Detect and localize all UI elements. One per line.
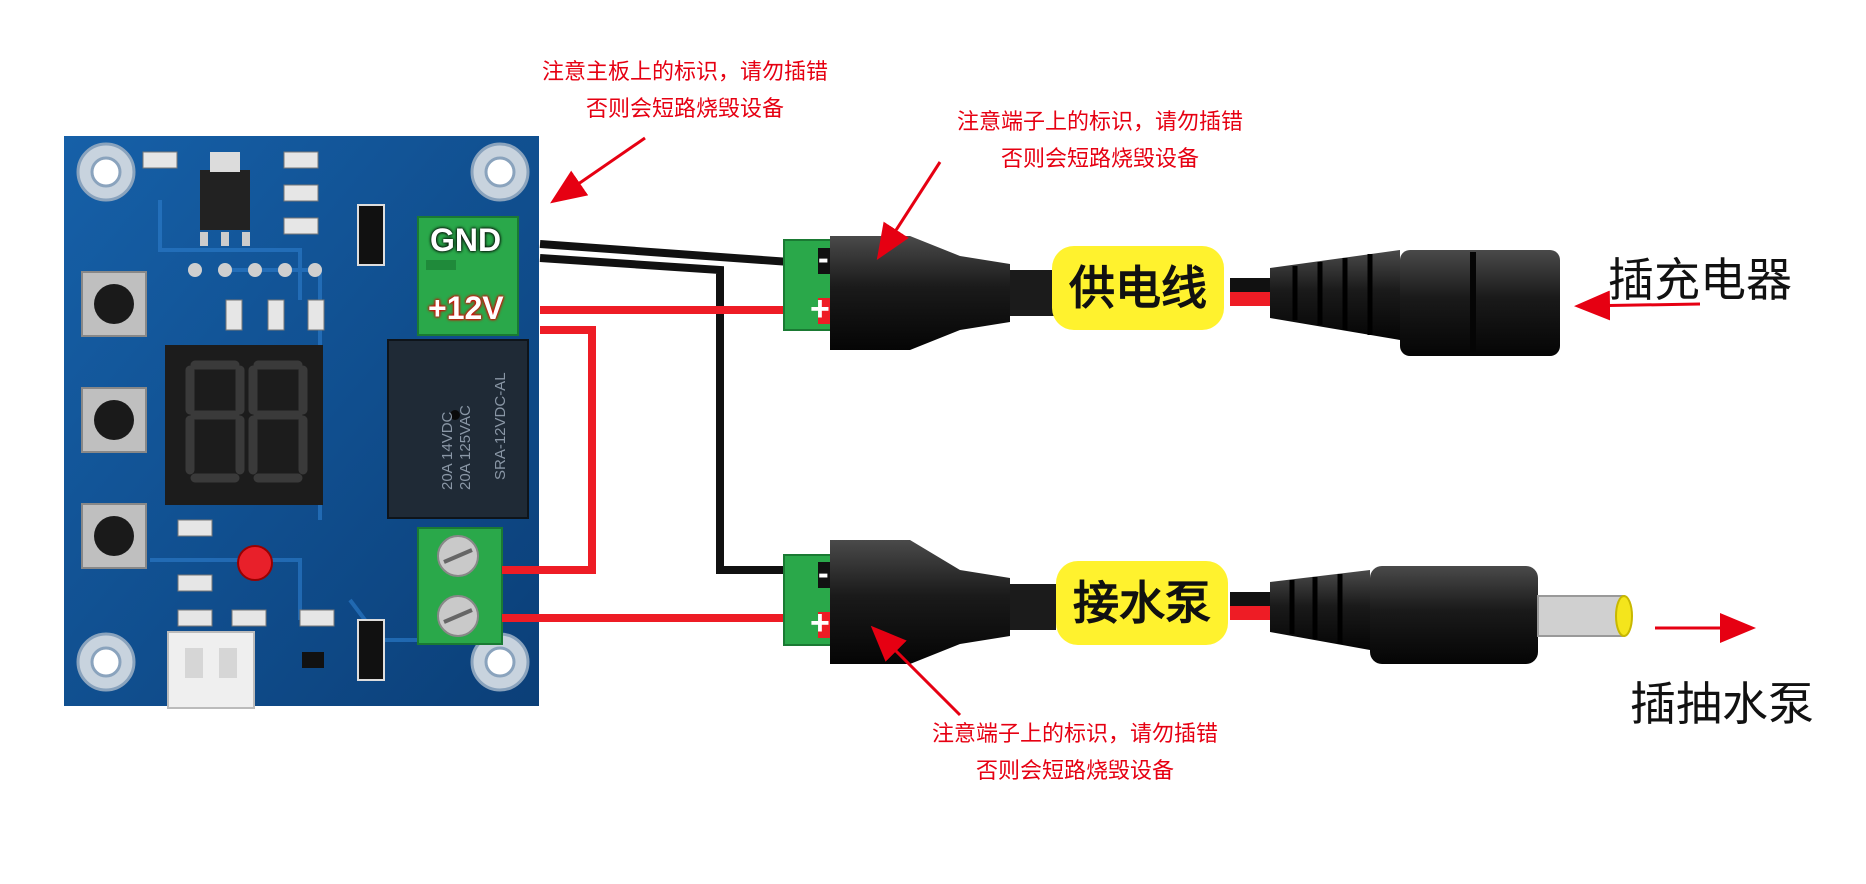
note-bottom-terminal-line2: 否则会短路烧毁设备 xyxy=(975,759,1174,784)
note-board-line1: 注意主板上的标识，请勿插错 xyxy=(541,60,828,85)
annotation-arrows xyxy=(550,136,1756,717)
relay-control-board: SRA-12VDC-AL 20A 125VAC 20A 14VDC xyxy=(64,136,539,709)
label-plug-pump: 插抽水泵 xyxy=(1630,677,1814,731)
wire-12v-to-relay xyxy=(502,326,596,574)
note-bottom-terminal-warning: 注意端子上的标识，请勿插错 否则会短路烧毁设备 xyxy=(895,716,1255,790)
svg-text:SRA-12VDC-AL: SRA-12VDC-AL xyxy=(492,372,509,480)
pin-label-12v: +12V xyxy=(428,290,504,326)
led xyxy=(237,545,273,581)
svg-text:20A 14VDC: 20A 14VDC xyxy=(439,411,456,490)
arrow-to-top-terminal xyxy=(876,161,942,261)
board-buttons xyxy=(81,271,147,569)
pump-adapter-male xyxy=(783,540,1633,664)
tag-power-cable: 供电线 xyxy=(1052,246,1224,330)
wires xyxy=(502,240,791,622)
regulator-chip xyxy=(200,170,250,230)
note-top-terminal-warning: 注意端子上的标识，请勿插错 否则会短路烧毁设备 xyxy=(920,104,1280,178)
note-board-warning: 注意主板上的标识，请勿插错 否则会短路烧毁设备 xyxy=(505,54,865,128)
bottom-terminal-minus: - xyxy=(818,555,829,591)
tag-pump-cable: 接水泵 xyxy=(1056,561,1228,645)
note-top-terminal-line2: 否则会短路烧毁设备 xyxy=(1000,147,1199,172)
top-terminal-plus: + xyxy=(810,290,830,328)
top-terminal-minus: - xyxy=(818,240,829,276)
label-plug-charger: 插充电器 xyxy=(1608,253,1792,307)
note-board-line2: 否则会短路烧毁设备 xyxy=(585,97,784,122)
output-terminal xyxy=(417,527,503,645)
arrow-to-bottom-terminal xyxy=(870,625,962,717)
power-input-terminal xyxy=(417,216,519,336)
power-adapter-female xyxy=(783,236,1560,356)
wire-gnd-to-pump-jack xyxy=(539,254,790,574)
relay: SRA-12VDC-AL 20A 125VAC 20A 14VDC xyxy=(387,339,529,519)
xh-connector xyxy=(167,631,255,709)
arrow-to-board xyxy=(550,136,646,204)
bottom-terminal-plus: + xyxy=(810,604,830,642)
note-bottom-terminal-line1: 注意端子上的标识，请勿插错 xyxy=(931,722,1218,747)
svg-text:20A 125VAC: 20A 125VAC xyxy=(457,405,474,490)
mounting-holes xyxy=(76,142,530,692)
arrow-from-charger xyxy=(1574,290,1701,321)
pin-label-gnd: GND xyxy=(430,222,502,258)
note-top-terminal-line1: 注意端子上的标识，请勿插错 xyxy=(956,110,1243,135)
seven-segment-display xyxy=(165,345,323,505)
wire-gnd-to-power-jack xyxy=(539,240,791,266)
